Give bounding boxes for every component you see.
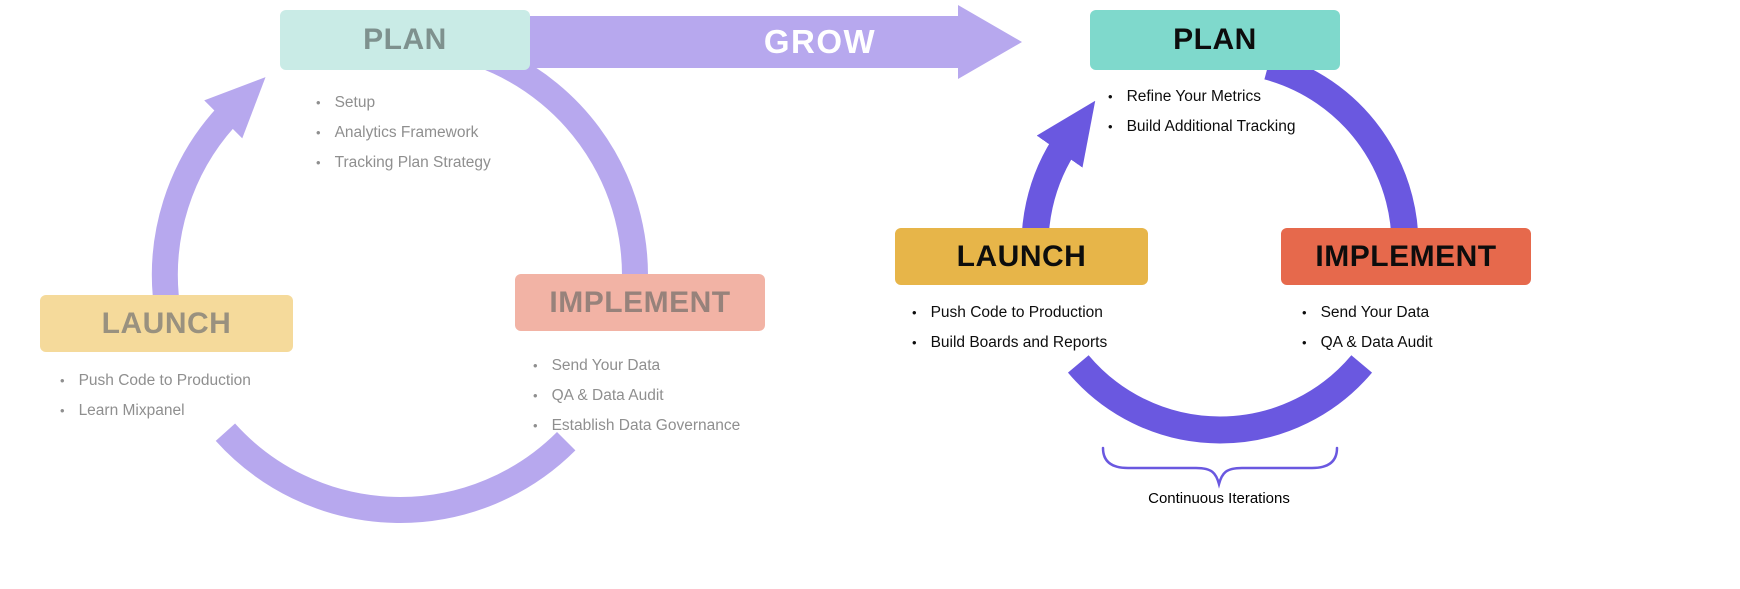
bullet-text: Setup xyxy=(334,94,376,111)
bullet-text: Establish Data Governance xyxy=(551,417,741,434)
left-launch-label: LAUNCH xyxy=(101,306,232,340)
bullet-item: Analytics Framework xyxy=(316,124,491,142)
bullet-item: QA & Data Audit xyxy=(1302,334,1433,352)
bullet-item: Tracking Plan Strategy xyxy=(316,154,491,172)
left-arc-launch-to-plan-arrow xyxy=(151,77,266,319)
bullet-item: Send Your Data xyxy=(1302,304,1433,322)
left-implement-box: IMPLEMENT xyxy=(515,274,765,331)
bullet-item: Learn Mixpanel xyxy=(60,402,251,420)
bullet-text: Learn Mixpanel xyxy=(78,402,185,419)
bullet-text: Refine Your Metrics xyxy=(1126,88,1261,105)
right-arc-implement-to-launch-arrow xyxy=(1067,355,1373,444)
bullet-text: Push Code to Production xyxy=(78,372,251,389)
left-launch-box: LAUNCH xyxy=(40,295,293,352)
continuous-iterations-caption: Continuous Iterations xyxy=(1148,490,1290,507)
left-arc-plan-to-implement-arrow xyxy=(475,41,648,319)
bullet-text: Send Your Data xyxy=(551,357,661,374)
right-implement-box: IMPLEMENT xyxy=(1281,228,1531,285)
left-implement-label: IMPLEMENT xyxy=(549,285,731,319)
right-arc-plan-to-implement-arrow xyxy=(1264,53,1419,263)
bullet-text: QA & Data Audit xyxy=(551,387,664,404)
right-launch-box: LAUNCH xyxy=(895,228,1148,285)
left-implement-bullets: Send Your Data QA & Data Audit Establish… xyxy=(533,357,741,447)
bullet-text: Send Your Data xyxy=(1320,304,1430,321)
right-implement-label: IMPLEMENT xyxy=(1315,239,1497,273)
right-launch-label: LAUNCH xyxy=(956,239,1087,273)
right-plan-bullets: Refine Your Metrics Build Additional Tra… xyxy=(1108,88,1296,148)
bullet-text: Build Boards and Reports xyxy=(930,334,1108,351)
bullet-item: Push Code to Production xyxy=(60,372,251,390)
left-plan-box: PLAN xyxy=(280,10,530,70)
bullet-text: QA & Data Audit xyxy=(1320,334,1433,351)
bullet-item: Refine Your Metrics xyxy=(1108,88,1295,106)
right-launch-bullets: Push Code to Production Build Boards and… xyxy=(912,304,1108,364)
bullet-item: Push Code to Production xyxy=(912,304,1107,322)
bullet-item: QA & Data Audit xyxy=(533,387,740,405)
bullet-item: Send Your Data xyxy=(533,357,740,375)
bullet-item: Build Additional Tracking xyxy=(1108,118,1296,136)
right-plan-box: PLAN xyxy=(1090,10,1340,70)
bullet-text: Analytics Framework xyxy=(334,124,479,141)
bullet-text: Build Additional Tracking xyxy=(1126,118,1296,135)
grow-arrow-shape xyxy=(530,5,1022,79)
grow-label: GROW xyxy=(763,23,877,60)
continuous-iterations-brace xyxy=(1101,446,1339,489)
left-plan-bullets: Setup Analytics Framework Tracking Plan … xyxy=(316,94,491,184)
left-arc-implement-to-launch-arrow xyxy=(215,423,576,523)
bullet-text: Tracking Plan Strategy xyxy=(334,154,491,171)
bullet-item: Setup xyxy=(316,94,491,112)
left-launch-bullets: Push Code to Production Learn Mixpanel xyxy=(60,372,251,432)
left-plan-label: PLAN xyxy=(363,23,447,56)
bullet-item: Establish Data Governance xyxy=(533,417,741,435)
right-implement-bullets: Send Your Data QA & Data Audit xyxy=(1302,304,1433,364)
bullet-text: Push Code to Production xyxy=(930,304,1103,321)
left-cycle-arrows xyxy=(151,41,648,523)
bullet-item: Build Boards and Reports xyxy=(912,334,1108,352)
right-plan-label: PLAN xyxy=(1173,23,1257,56)
